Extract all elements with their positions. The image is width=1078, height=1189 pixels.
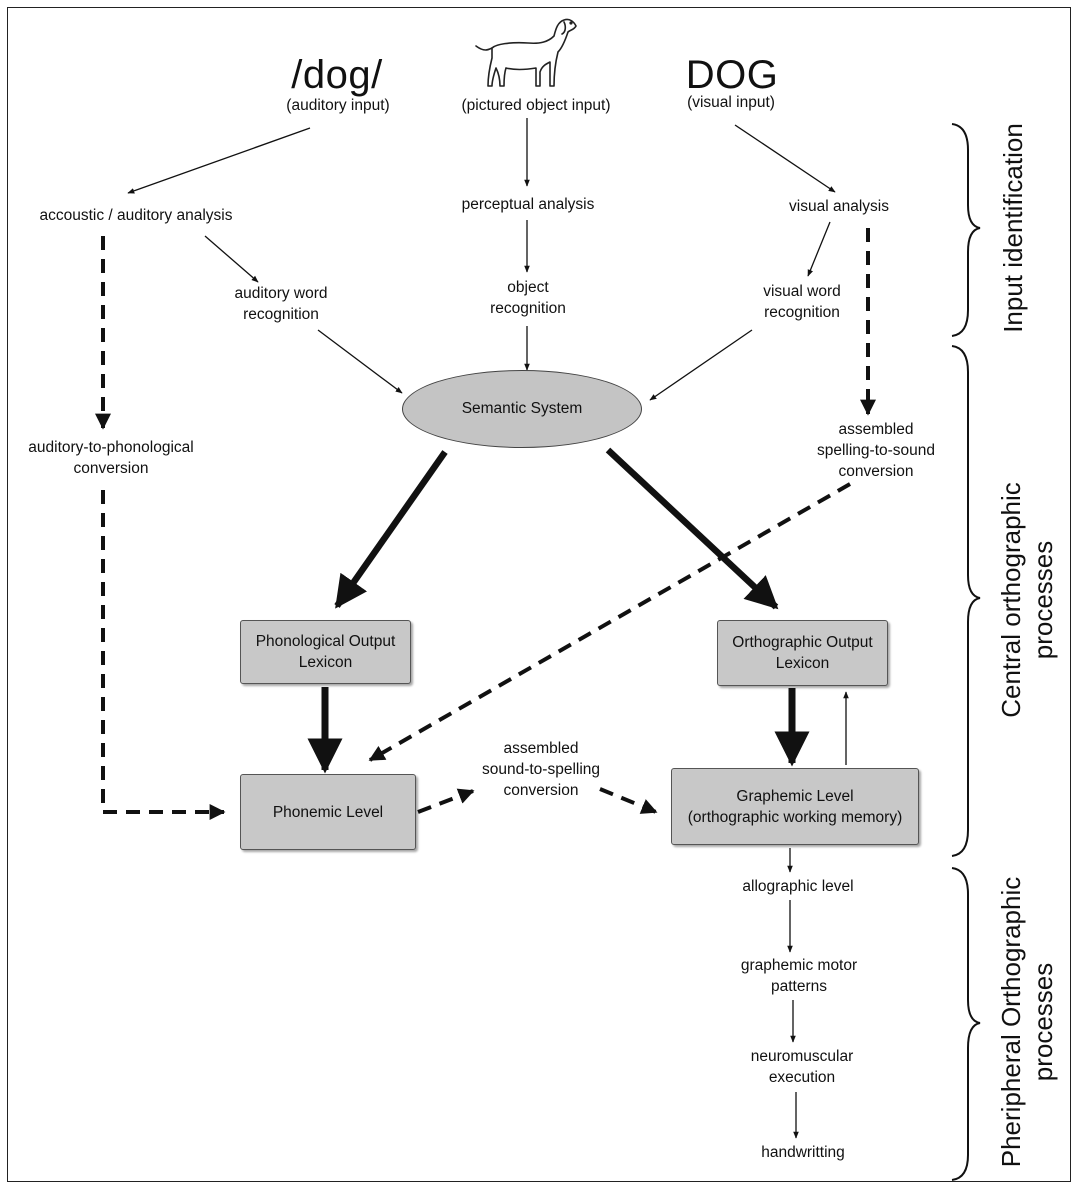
- arrow-visual-analysis-to-visual-word: [807, 221, 831, 277]
- brace-input-identification: [951, 123, 981, 337]
- arrow-semantic-to-phonological: [334, 450, 448, 609]
- arrow-visual-to-visual-analysis: [734, 124, 836, 193]
- arrow-semantic-to-orthographic: [605, 447, 779, 610]
- arrow-visual-word-to-semantic: [649, 329, 753, 401]
- allographic-level-label: allographic level: [742, 878, 854, 895]
- visual-input-symbol: DOG: [685, 53, 779, 97]
- phonemic-level-box: Phonemic Level: [240, 774, 416, 850]
- perceptual-analysis-label: perceptual analysis: [461, 196, 595, 213]
- diagram-frame: [7, 7, 1071, 1182]
- dog-picture-icon: [475, 18, 577, 87]
- dashed-auditory-phonological-to-phonemic: [101, 490, 226, 820]
- arrow-auditory-to-acoustic: [127, 127, 311, 194]
- auditory-input-label: (auditory input): [286, 97, 390, 114]
- graphemic-level-box: Graphemic Level(orthographic working mem…: [671, 768, 919, 845]
- visual-input-label: (visual input): [687, 94, 775, 111]
- arrow-acoustic-to-auditory-word: [204, 235, 259, 283]
- acoustic-analysis-label: accoustic / auditory analysis: [39, 207, 233, 224]
- stage-input-identification: Input identification: [998, 123, 1028, 333]
- visual-analysis-label: visual analysis: [789, 198, 889, 215]
- semantic-system-node: Semantic System: [402, 370, 642, 448]
- dashed-sound-spelling-to-graphemic: [599, 787, 658, 814]
- brace-central: [951, 345, 981, 857]
- dashed-phonemic-to-sound-spelling: [417, 788, 475, 814]
- dashed-spelling-sound-to-phonemic: [368, 482, 851, 762]
- handwriting-label: handwritting: [761, 1144, 845, 1161]
- brace-peripheral: [951, 867, 981, 1181]
- auditory-input-symbol: /dog/: [291, 53, 383, 97]
- pictured-input-label: (pictured object input): [461, 97, 611, 114]
- arrow-auditory-word-to-semantic: [317, 329, 403, 394]
